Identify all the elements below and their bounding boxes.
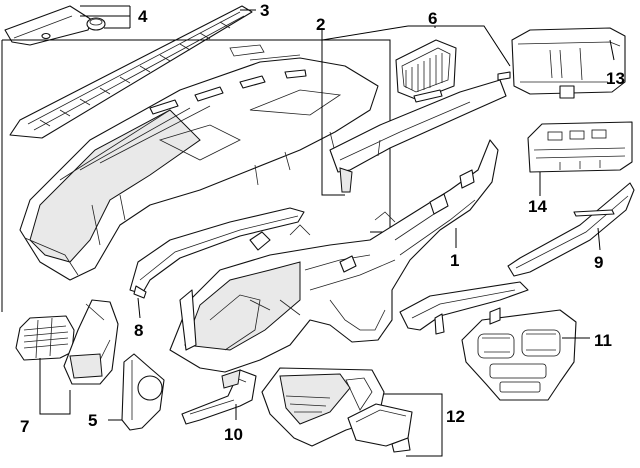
part-12-glove-box-bin <box>347 403 413 453</box>
part-10-knee-trim <box>181 369 257 425</box>
callout-labels: 4 3 2 6 13 14 1 9 8 11 7 5 10 12 <box>20 1 625 444</box>
part-7-side-vent <box>15 315 75 361</box>
callout-9: 9 <box>594 253 603 272</box>
callout-6: 6 <box>428 9 437 28</box>
callout-8: 8 <box>134 321 143 340</box>
part-6-upper-trim <box>329 79 507 193</box>
part-9-trim-strip <box>507 182 635 277</box>
lower-center-trim <box>399 281 529 335</box>
callout-13: 13 <box>606 69 625 88</box>
part-5-end-cap <box>121 353 165 431</box>
callout-10: 10 <box>224 425 243 444</box>
callout-12: 12 <box>446 407 465 426</box>
part-2-instrument-panel-upper <box>19 44 379 281</box>
part-8-end-panel-trim <box>129 207 305 299</box>
callout-3: 3 <box>260 1 269 20</box>
leader-lines <box>39 5 615 457</box>
callout-14: 14 <box>528 197 547 216</box>
part-11-center-bezel <box>461 307 577 401</box>
callout-7: 7 <box>20 417 29 436</box>
part-13-passenger-airbag <box>497 27 626 99</box>
part-14-climate-control <box>527 121 633 173</box>
part-3-defroster-grille <box>9 5 253 139</box>
part-7-side-trim <box>63 299 119 385</box>
callout-4: 4 <box>138 7 148 26</box>
callout-1: 1 <box>450 251 459 270</box>
callout-5: 5 <box>88 411 97 430</box>
callout-11: 11 <box>594 331 612 350</box>
part-1-dash-frame <box>169 139 499 373</box>
callout-2: 2 <box>316 15 325 34</box>
part-6-bracket <box>321 25 511 196</box>
part-6-center-vent <box>395 39 457 103</box>
part-4-cover-trim <box>4 5 106 46</box>
